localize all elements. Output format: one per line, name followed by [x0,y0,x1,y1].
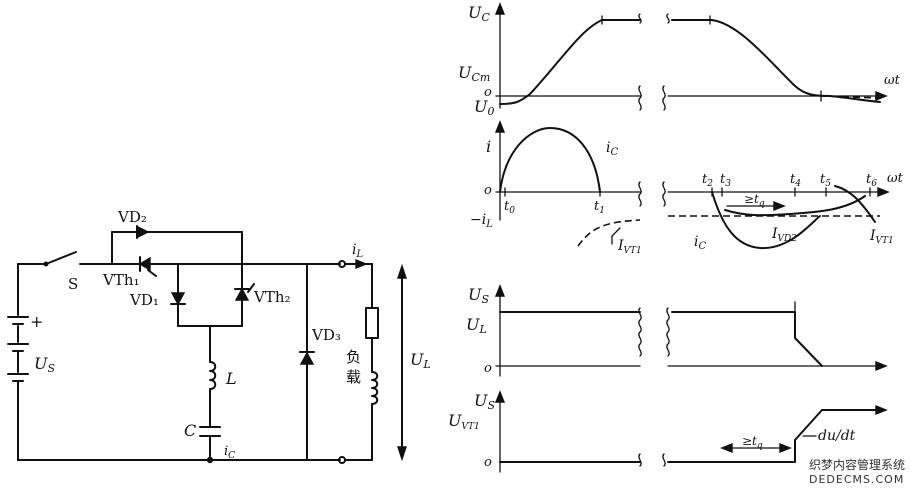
vt1-slope-label: du/dt [818,428,856,444]
ivd2-curve [724,195,866,217]
label-capacitor: C [184,421,196,440]
vth2-thyristor [234,287,250,301]
uc-label-mid: UCm [458,63,490,84]
label-load-2: 载 [346,368,361,386]
vth1-thyristor [138,256,151,272]
vd1-diode [170,292,186,306]
label-plus: + [30,312,43,331]
label-vd2: VD₂ [117,208,147,226]
label-source: US [34,354,55,375]
uc-dashed-ref [819,95,881,99]
t3-label: t3 [720,172,731,189]
current-waveform: i o −iL ωt iC IVT1 t0 t1 t2 t3 t4 t5 t6 … [470,120,904,256]
uc-curve-left [499,19,641,105]
uc-label-x: ωt [884,73,901,88]
output-label-main: US [468,285,489,306]
ivt1-label-right: IVT1 [869,228,894,246]
output-label-mid: UL [466,315,487,336]
watermark-cn: 织梦内容管理系统 [808,458,905,472]
vt1-label-mid: UVT1 [448,411,480,432]
load-resistor [365,307,379,339]
vd2-diode [137,225,150,239]
vt1-tq-label: ≥tq [742,434,763,451]
tq-label: ≥tq [744,192,765,209]
uc-curve-right [671,19,881,103]
label-il: iL [352,242,363,260]
t1-label: t1 [594,199,605,216]
ic-label-right: iC [694,234,706,252]
load-inductor [371,371,379,405]
vt1-waveform: US UVT1 o ≥tq du/dt [448,390,888,473]
output-waveform: US UL o [466,284,888,377]
t5-label: t5 [820,172,831,189]
i-label-main: i [486,137,491,156]
uc-label-zero: o [484,85,492,100]
t6-label: t6 [866,172,877,189]
label-vd1: VD₁ [129,291,159,309]
inductor-coil [209,361,217,390]
i-label-neg: −iL [470,212,493,230]
vt1-label-zero: o [484,455,492,470]
ic-arc-right [711,191,821,250]
label-ic: iC [224,444,235,461]
ul-level-right [671,311,823,367]
label-vth1: VTh₁ [102,271,140,289]
vd3-diode [299,351,315,365]
label-load-1: 负 [346,348,361,366]
label-inductor: L [225,369,237,388]
ivt1-curve-right [834,185,876,223]
ivd2-label: IVD2 [771,226,797,244]
ic-label-left: iC [606,140,618,158]
vt1-label-main: US [474,391,495,412]
uc-waveform: UC UCm o U0 ωt [458,2,901,118]
il-arrow [355,258,368,270]
label-vth2: VTh₂ [253,288,291,306]
i-label-zero: o [484,183,492,198]
watermark: 织梦内容管理系统 DEDECMS.COM [809,456,905,486]
label-switch: S [68,275,78,293]
ic-arc-left [499,127,601,193]
label-vd3: VD₃ [311,326,341,344]
t4-label: t4 [790,172,801,189]
uc-label-main: UC [468,3,490,24]
i-label-x: ωt [887,171,904,186]
output-label-zero: o [484,361,492,376]
uc-label-low: U0 [474,97,494,118]
il-dashed-left [577,219,641,247]
circuit-schematic: VD₂ VTh₁ VD₁ VTh₂ S + US VD₃ L C iC iL 负… [7,208,431,464]
t0-label: t0 [504,199,515,216]
t2-label: t2 [702,172,713,189]
watermark-en: DEDECMS.COM [808,473,905,486]
label-ul: UL [410,350,431,371]
ivt1-label-left: IVT1 [617,238,642,256]
